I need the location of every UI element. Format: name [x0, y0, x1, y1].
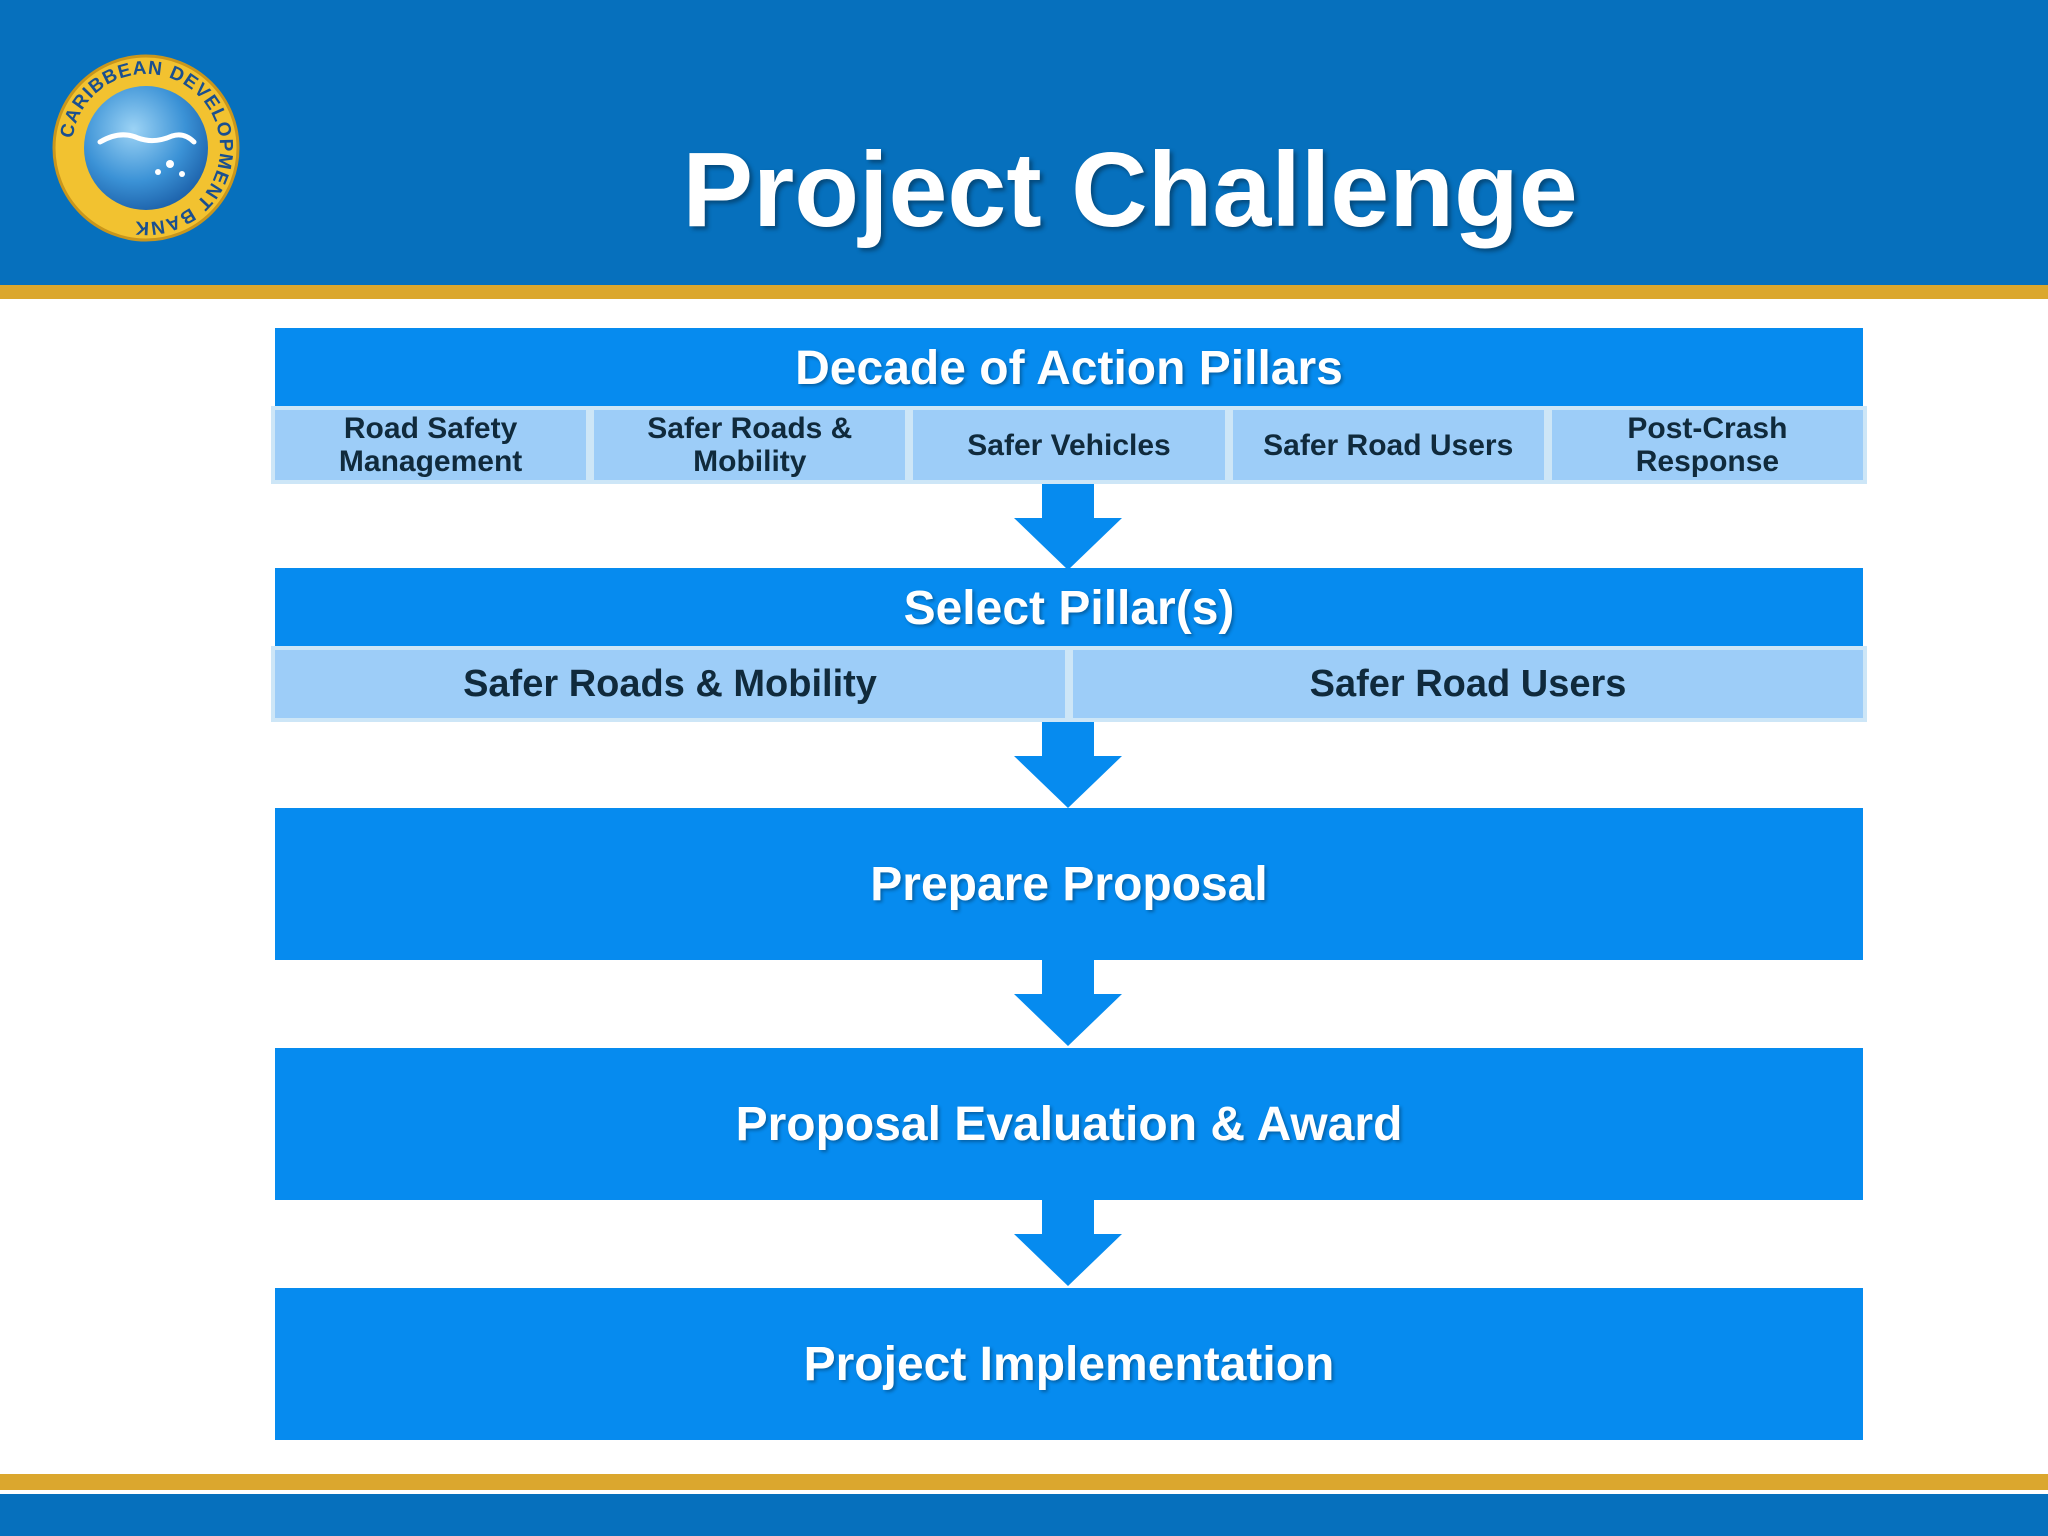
selected-pillars-row: Safer Roads & Mobility Safer Road Users [271, 646, 1867, 722]
pillars-heading: Decade of Action Pillars [275, 328, 1863, 408]
down-arrow-icon [1014, 722, 1122, 808]
pillar-line: Road Safety [343, 412, 518, 445]
page-title: Project Challenge [682, 131, 1578, 249]
down-arrow-icon [1014, 960, 1122, 1046]
pillar-line: Mobility [693, 445, 807, 478]
selected-pillar-safer-road-users: Safer Road Users [1069, 646, 1867, 722]
header-gold-stripe [0, 285, 2048, 299]
header-band [0, 0, 2048, 285]
down-arrow-icon [1014, 1200, 1122, 1286]
pillar-line: Safer Roads & [647, 412, 853, 445]
down-arrow-icon [1014, 484, 1122, 570]
pillar-line: Post-Crash [1627, 412, 1788, 445]
pillar-safer-vehicles: Safer Vehicles [909, 406, 1229, 484]
pillar-safer-road-users: Safer Road Users [1228, 406, 1548, 484]
selected-pillar-safer-roads-mobility: Safer Roads & Mobility [271, 646, 1069, 722]
cdb-logo: CARIBBEAN DEVELOPMENT BANK [52, 54, 240, 242]
select-heading: Select Pillar(s) [275, 568, 1863, 648]
footer-gold-stripe [0, 1474, 2048, 1490]
pillar-line: Safer Road Users [1263, 428, 1514, 462]
pillar-safer-roads-mobility: Safer Roads &Mobility [590, 406, 910, 484]
step-prepare-proposal: Prepare Proposal [275, 808, 1863, 960]
pillar-line: Response [1635, 445, 1780, 478]
step-proposal-evaluation-award: Proposal Evaluation & Award [275, 1048, 1863, 1200]
pillar-line: Safer Vehicles [967, 428, 1171, 462]
step-project-implementation: Project Implementation [275, 1288, 1863, 1440]
footer-band [0, 1494, 2048, 1536]
pillar-line: Management [338, 445, 523, 478]
